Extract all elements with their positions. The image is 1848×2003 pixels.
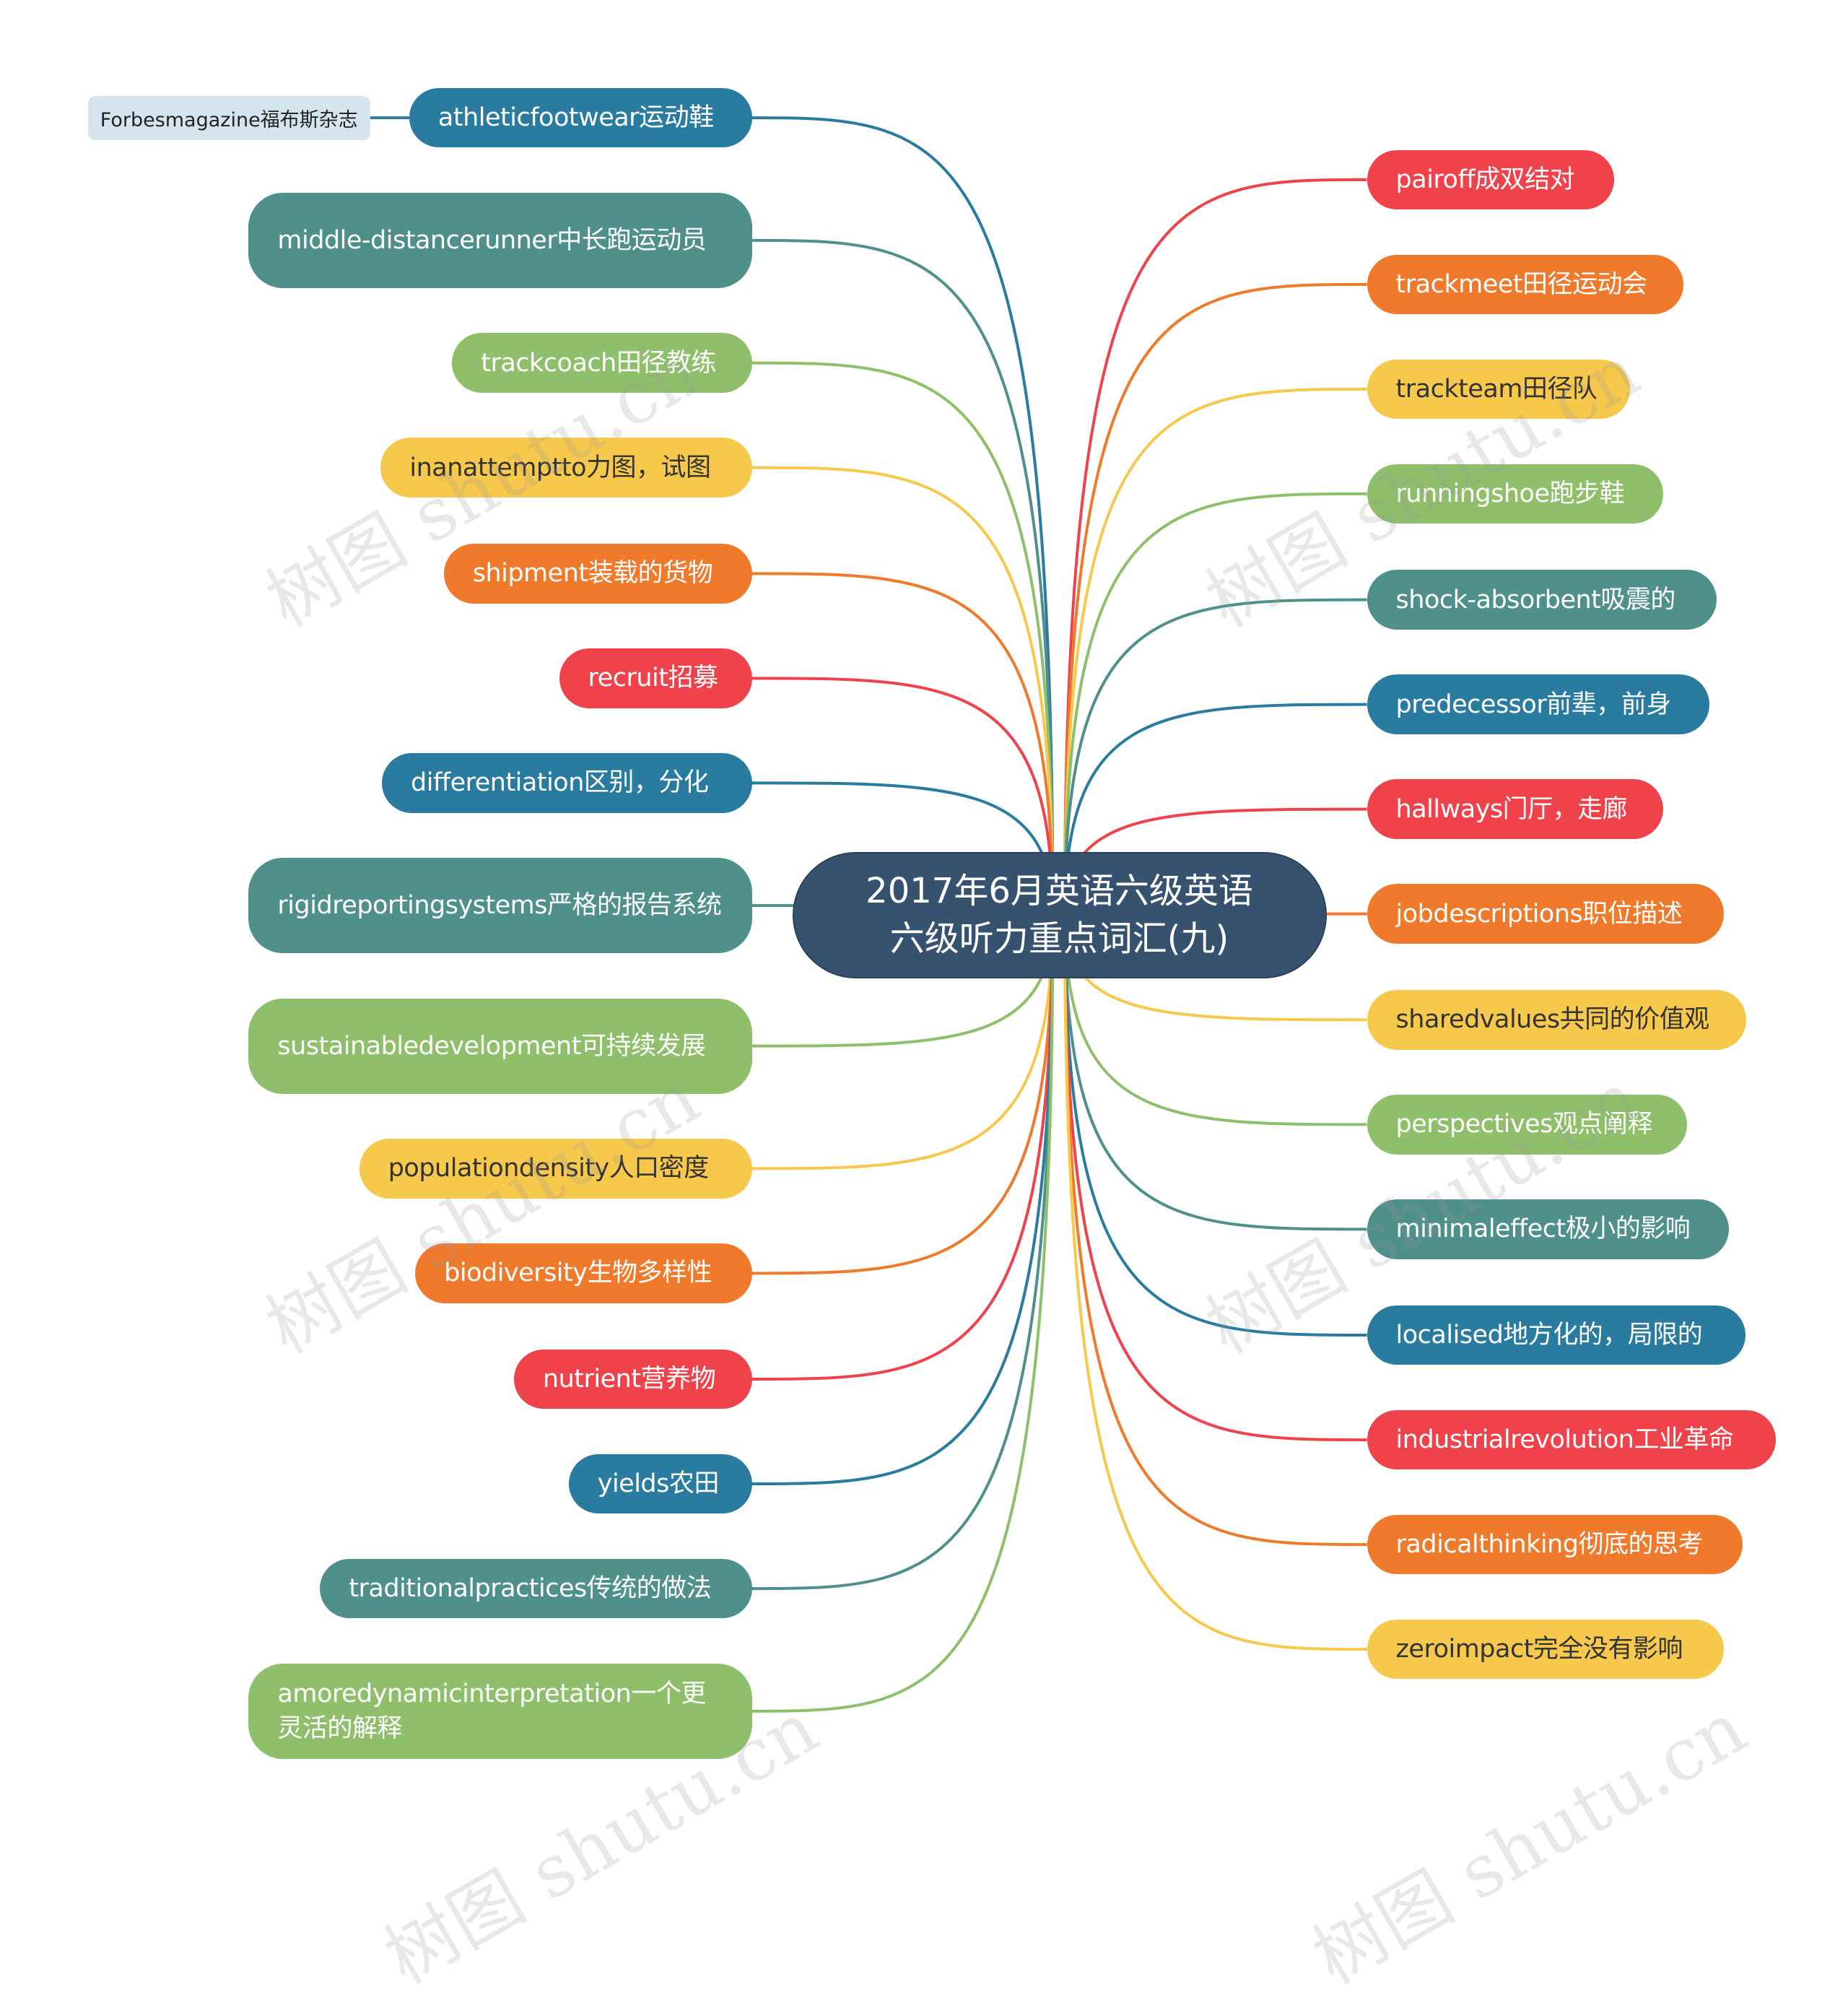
connector-left-10 <box>751 915 1055 1275</box>
topic-node-left-6[interactable]: differentiation区别，分化 <box>382 753 752 813</box>
node-label: inanattemptto力图，试图 <box>409 453 711 482</box>
node-label: trackmeet田径运动会 <box>1395 269 1647 299</box>
connector-left-13 <box>751 915 1055 1591</box>
node-label: yields农田 <box>597 1469 720 1499</box>
node-label: traditionalpractices传统的做法 <box>349 1574 712 1604</box>
node-label: predecessor前辈，前身 <box>1395 690 1672 719</box>
connector-right-10 <box>1063 915 1367 1231</box>
topic-node-left-3[interactable]: inanattemptto力图，试图 <box>380 438 752 498</box>
connector-left-14 <box>751 915 1055 1713</box>
node-label: shipment装载的货物 <box>472 559 713 588</box>
node-label: amoredynamicinterpretation一个更灵活的解释 <box>277 1679 706 1743</box>
topic-node-left-2[interactable]: trackcoach田径教练 <box>452 333 752 393</box>
connector-left-11 <box>751 915 1055 1381</box>
connector-right-2 <box>1063 387 1367 916</box>
node-label: trackteam田径队 <box>1395 374 1598 404</box>
topic-node-left-11[interactable]: nutrient营养物 <box>513 1349 752 1409</box>
connector-left-5 <box>751 677 1055 916</box>
central-topic[interactable]: 2017年6月英语六级英语六级听力重点词汇(九) <box>792 851 1327 978</box>
topic-node-right-14[interactable]: zeroimpact完全没有影响 <box>1367 1619 1724 1680</box>
node-label: sharedvalues共同的价值观 <box>1395 1005 1710 1035</box>
topic-node-right-3[interactable]: runningshoe跑步鞋 <box>1367 464 1663 524</box>
node-label: jobdescriptions职位描述 <box>1395 899 1683 929</box>
topic-node-left-0[interactable]: athleticfootwear运动鞋 <box>409 87 752 148</box>
connector-right-0 <box>1063 178 1367 916</box>
topic-node-left-7[interactable]: rigidreportingsystems严格的报告系统 <box>248 858 752 954</box>
connector-left-4 <box>751 572 1055 916</box>
node-label: nutrient营养物 <box>542 1365 716 1394</box>
topic-node-right-12[interactable]: industrialrevolution工业革命 <box>1367 1409 1777 1470</box>
connector-right-1 <box>1063 282 1367 916</box>
topic-node-left-8[interactable]: sustainabledevelopment可持续发展 <box>248 998 752 1094</box>
node-label: industrialrevolution工业革命 <box>1395 1425 1734 1455</box>
topic-node-left-5[interactable]: recruit招募 <box>559 648 752 708</box>
node-label: sustainabledevelopment可持续发展 <box>277 1031 706 1061</box>
node-label: recruit招募 <box>588 664 718 693</box>
node-label: biodiversity生物多样性 <box>444 1259 712 1288</box>
node-label: minimaleffect极小的影响 <box>1395 1215 1691 1244</box>
connector-right-5 <box>1063 703 1367 916</box>
node-label: populationdensity人口密度 <box>388 1154 710 1183</box>
topic-node-right-4[interactable]: shock-absorbent吸震的 <box>1367 570 1717 630</box>
node-label: runningshoe跑步鞋 <box>1395 479 1625 508</box>
node-label: hallways门厅，走廊 <box>1395 794 1628 824</box>
topic-node-left-10[interactable]: biodiversity生物多样性 <box>415 1243 752 1303</box>
node-label: differentiation区别，分化 <box>411 768 709 798</box>
connector-left-1 <box>751 238 1055 916</box>
node-label: trackcoach田径教练 <box>481 348 716 378</box>
topic-node-right-0[interactable]: pairoff成双结对 <box>1367 149 1615 210</box>
node-label: radicalthinking彻底的思考 <box>1395 1530 1704 1560</box>
connector-left-9 <box>751 915 1055 1170</box>
connector-right-9 <box>1063 915 1367 1126</box>
node-label: athleticfootwear运动鞋 <box>437 103 714 133</box>
topic-node-right-11[interactable]: localised地方化的，局限的 <box>1367 1305 1745 1365</box>
topic-node-right-6[interactable]: hallways门厅，走廊 <box>1367 779 1663 839</box>
topic-node-right-13[interactable]: radicalthinking彻底的思考 <box>1367 1514 1743 1575</box>
connector-right-14 <box>1063 915 1367 1651</box>
connector-left-2 <box>751 361 1055 916</box>
connector-right-12 <box>1063 915 1367 1442</box>
connector-right-3 <box>1063 492 1367 916</box>
topic-node-left-1[interactable]: middle-distancerunner中长跑运动员 <box>248 192 752 288</box>
topic-node-left-4[interactable]: shipment装载的货物 <box>443 544 752 604</box>
topic-node-right-10[interactable]: minimaleffect极小的影响 <box>1367 1199 1729 1259</box>
node-label: shock-absorbent吸震的 <box>1395 585 1676 614</box>
topic-node-right-5[interactable]: predecessor前辈，前身 <box>1367 674 1710 734</box>
connector-left-0 <box>751 116 1055 916</box>
topic-node-right-1[interactable]: trackmeet田径运动会 <box>1367 254 1683 315</box>
connector-right-13 <box>1063 915 1367 1547</box>
topic-node-left-9[interactable]: populationdensity人口密度 <box>359 1139 752 1199</box>
connector-right-4 <box>1063 598 1367 916</box>
connector-left-3 <box>751 466 1055 916</box>
node-label: perspectives观点阐释 <box>1395 1110 1653 1139</box>
connector-right-11 <box>1063 915 1367 1337</box>
topic-node-right-9[interactable]: perspectives观点阐释 <box>1367 1095 1687 1155</box>
topic-node-left-13[interactable]: traditionalpractices传统的做法 <box>320 1558 752 1619</box>
node-label: zeroimpact完全没有影响 <box>1395 1635 1683 1664</box>
node-label: middle-distancerunner中长跑运动员 <box>277 225 707 255</box>
topic-node-right-8[interactable]: sharedvalues共同的价值观 <box>1367 990 1747 1050</box>
node-label: localised地方化的，局限的 <box>1395 1321 1703 1350</box>
topic-node-right-2[interactable]: trackteam田径队 <box>1367 359 1630 420</box>
subtopic-node-forbes[interactable]: Forbesmagazine福布斯杂志 <box>87 96 370 141</box>
node-label: pairoff成双结对 <box>1395 165 1575 194</box>
topic-node-left-12[interactable]: yields农田 <box>568 1454 752 1514</box>
connector-left-12 <box>751 915 1055 1486</box>
node-label: rigidreportingsystems严格的报告系统 <box>277 891 722 921</box>
topic-node-left-14[interactable]: amoredynamicinterpretation一个更灵活的解释 <box>248 1663 752 1759</box>
topic-node-right-7[interactable]: jobdescriptions职位描述 <box>1367 884 1724 944</box>
